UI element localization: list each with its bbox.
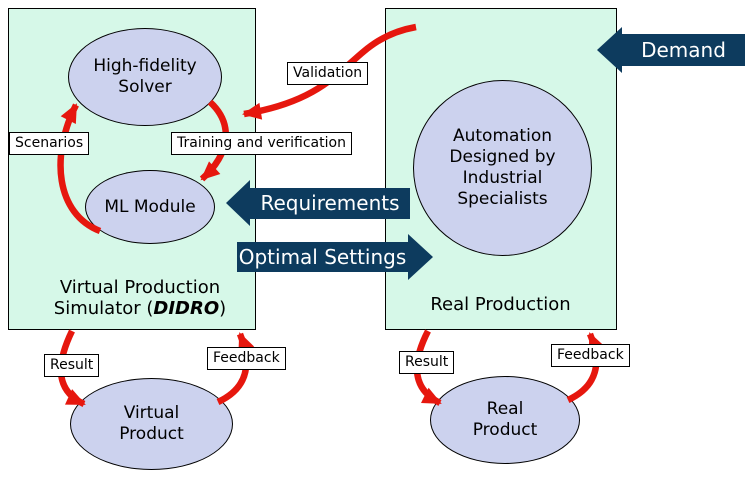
feedback-left-arrow: [216, 332, 255, 405]
requirements-block-arrow: [226, 180, 410, 226]
optimal-settings-block-arrow: [237, 234, 433, 280]
optimal-settings-label: Optimal Settings: [238, 245, 407, 269]
real-production-caption: Real Production: [430, 294, 571, 315]
scenarios-flow-label: Scenarios: [9, 132, 90, 155]
demand-label: Demand: [641, 38, 726, 62]
feedback-right-arrow: [566, 332, 605, 403]
validation-flow-label: Validation: [287, 62, 369, 85]
result-right-flow-label: Result: [399, 351, 455, 374]
ml-module-node: ML Module: [85, 170, 215, 244]
ml-module-label: ML Module: [104, 196, 196, 217]
scenarios-arrow: [57, 103, 102, 235]
result-right-arrow: [413, 329, 442, 406]
result-left-flow-label: Result: [44, 354, 100, 377]
didro-emphasis: DIDRO: [153, 298, 220, 319]
requirements-label: Requirements: [260, 191, 400, 215]
training-verification-flow-label: Training and verification: [171, 132, 352, 155]
demand-block-arrow: [597, 27, 745, 73]
feedback-left-flow-label: Feedback: [207, 347, 286, 370]
feedback-right-flow-label: Feedback: [551, 344, 630, 367]
